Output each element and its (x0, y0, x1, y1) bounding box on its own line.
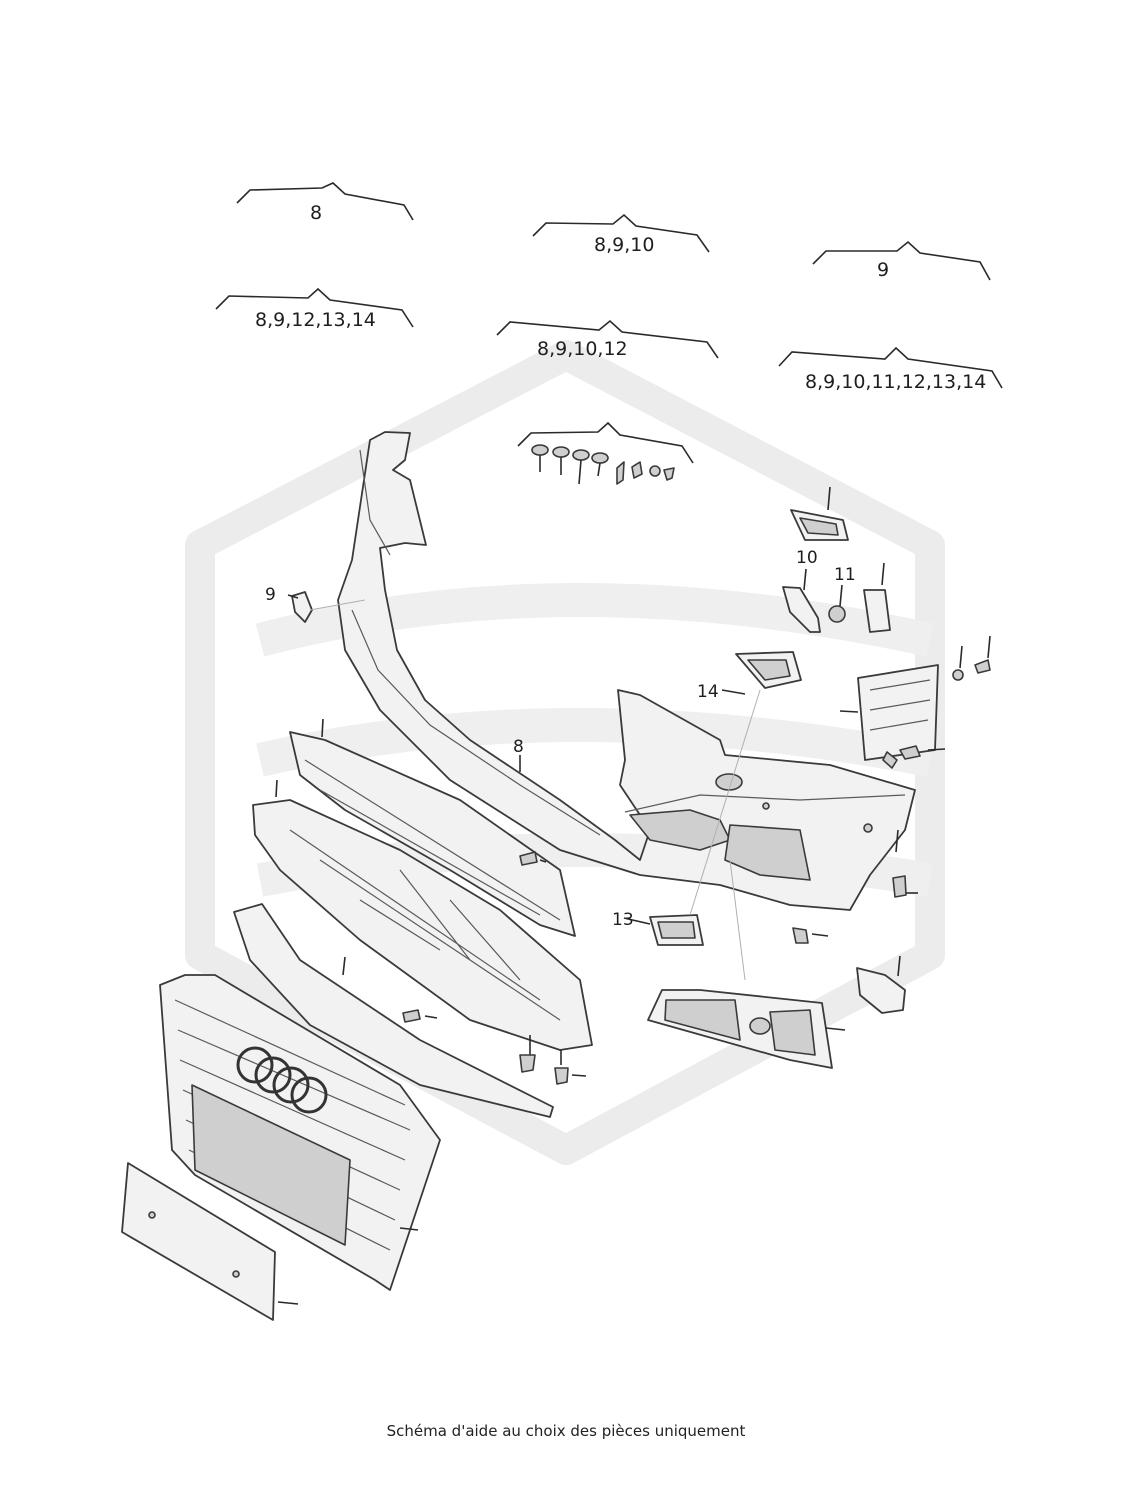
brace-label: 8 (310, 202, 322, 224)
callout-13: 13 (612, 910, 634, 930)
brace-group-fasteners (517, 421, 694, 464)
spring-clip-icon (631, 461, 643, 479)
tow-eye-cover-part-14 (735, 651, 802, 689)
callout-8: 8 (513, 737, 524, 757)
licence-plate-bracket (121, 1162, 276, 1321)
side-mounting-bracket (857, 664, 939, 761)
cover-cap-top (790, 509, 849, 541)
audi-rings-logo (236, 1046, 328, 1114)
wash-nozzle-cap-part-9 (291, 591, 313, 623)
nut-icon (649, 465, 661, 477)
bumper-cover (337, 431, 916, 911)
brace-label: 8,9,10,12 (537, 338, 628, 360)
fastener-kit (531, 444, 675, 485)
clip-fastener (792, 927, 809, 944)
disclaimer-caption: Schéma d'aide au choix des pièces unique… (386, 1422, 746, 1440)
bolt-icon (552, 446, 570, 475)
bracket-part-10 (782, 586, 821, 633)
brace-group-4: 8,9,12,13,14 (215, 287, 414, 331)
brace-group-3: 9 (812, 240, 991, 281)
clip-icon (616, 461, 625, 485)
radiator-grille (159, 974, 441, 1291)
brace-label: 8,9,10 (594, 234, 654, 256)
screw-icon (591, 452, 609, 477)
screw-icon (572, 449, 590, 485)
rivet-icon (663, 467, 675, 481)
callout-10: 10 (796, 548, 818, 568)
cover-cap-part-13 (649, 914, 704, 946)
brace-label: 9 (877, 259, 889, 281)
brace-group-5: 8,9,10,12 (496, 319, 719, 360)
callout-14: 14 (697, 682, 719, 702)
fog-light-grille (647, 989, 833, 1069)
brace-group-2: 8,9,10 (532, 213, 710, 256)
lower-carrier (252, 799, 593, 1051)
loose-fasteners (402, 659, 991, 1085)
brace-label: 8,9,10,11,12,13,14 (805, 371, 986, 393)
brace-group-1: 8 (236, 182, 414, 224)
headlight-washer-bracket (856, 967, 906, 1014)
bumper-reinforcement (289, 731, 576, 937)
callout-11: 11 (834, 565, 856, 585)
brace-label: 8,9,12,13,14 (255, 309, 376, 331)
brace-group-6: 8,9,10,11,12,13,14 (778, 346, 1003, 393)
callout-9: 9 (265, 585, 276, 605)
leader-lines (275, 486, 991, 1305)
grommet-part-11 (828, 605, 846, 623)
mounting-bracket-right (863, 589, 891, 633)
spoiler-lip (233, 903, 554, 1118)
bolt-icon (531, 444, 549, 472)
